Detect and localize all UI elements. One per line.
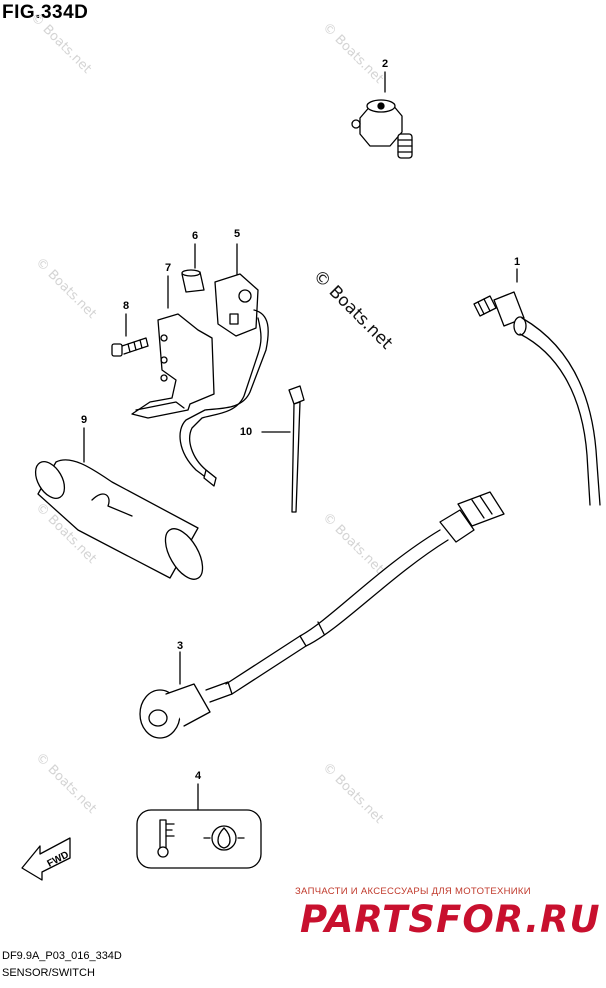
- callout-4: 4: [194, 770, 202, 782]
- callout-2: 2: [381, 58, 389, 70]
- part-4-label: [136, 783, 262, 869]
- banner-text: ЗАПЧАСТИ И АКСЕССУАРЫ ДЛЯ МОТОТЕХНИКИ: [295, 886, 531, 897]
- figure-code: DF9.9A_P03_016_334D: [2, 950, 122, 962]
- part-5-switch: [179, 243, 269, 487]
- callout-8: 8: [122, 300, 130, 312]
- part-3-switch: [139, 491, 505, 739]
- figure-caption: SENSOR/SWITCH: [2, 967, 95, 979]
- callout-9: 9: [80, 414, 88, 426]
- part-8-screw: [111, 313, 149, 357]
- callout-6: 6: [191, 230, 199, 242]
- banner-logo: PARTSFOR.RU: [300, 898, 601, 941]
- callout-1: 1: [513, 256, 521, 268]
- callout-10: 10: [239, 426, 253, 438]
- callout-7: 7: [164, 262, 172, 274]
- part-10-cable-tie: [261, 385, 305, 513]
- callout-3: 3: [176, 640, 184, 652]
- fwd-arrow: [21, 837, 71, 881]
- part-7-bracket: [131, 275, 215, 419]
- callout-5: 5: [233, 228, 241, 240]
- part-1-sensor: [473, 268, 601, 506]
- part-9-sleeve: [34, 427, 204, 580]
- figure-title: FIG.334D: [2, 2, 89, 23]
- part-6-collar: [181, 243, 205, 293]
- part-2-sensor: [351, 71, 413, 159]
